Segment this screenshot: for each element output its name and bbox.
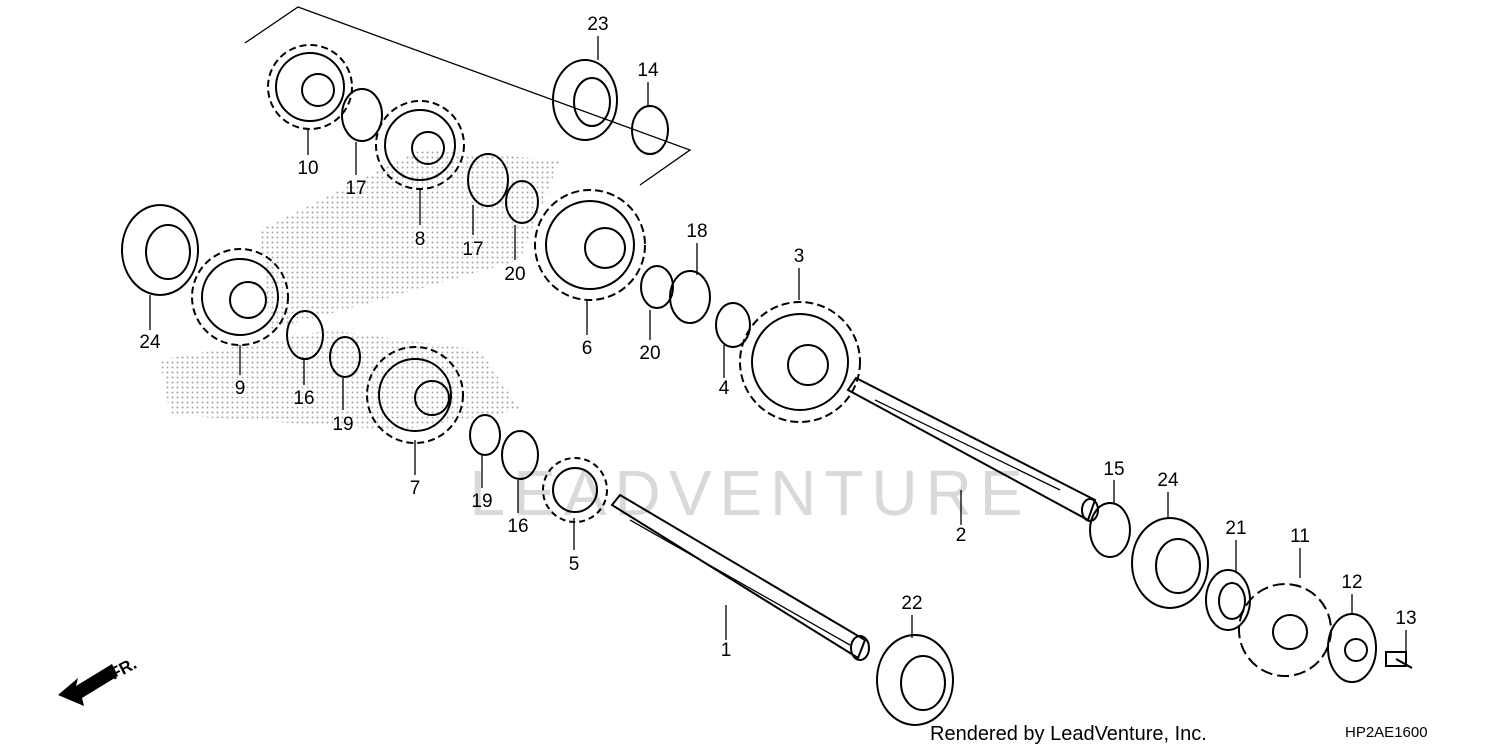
bearing-24-right[interactable] [1131,517,1209,609]
callout-19-a[interactable]: 19 [332,414,353,435]
shaded-region [160,150,560,430]
callout-2[interactable]: 2 [956,525,967,546]
washer-17-a[interactable] [341,88,383,142]
callouts: 1 2 3 4 5 6 7 8 9 10 11 12 13 14 15 16 1… [139,14,1416,661]
callout-7[interactable]: 7 [410,478,421,499]
callout-15[interactable]: 15 [1103,459,1124,480]
gear-3[interactable] [739,301,861,423]
callout-3[interactable]: 3 [794,246,805,267]
washer-14[interactable] [631,105,669,155]
clip-19-a[interactable] [329,336,361,378]
diagram-code: HP2AE1600 [1345,724,1428,741]
callout-24-a[interactable]: 24 [139,332,161,353]
callout-4[interactable]: 4 [719,378,730,399]
clip-20-a[interactable] [505,180,539,224]
callout-13[interactable]: 13 [1395,608,1416,629]
mainshaft-1[interactable] [610,493,870,661]
callout-12[interactable]: 12 [1341,572,1362,593]
washer-18[interactable] [669,270,711,324]
gear-9[interactable] [191,248,289,346]
callout-20-a[interactable]: 20 [504,264,525,285]
gear-5[interactable] [542,457,608,523]
bearing-21[interactable] [1205,569,1251,631]
callout-9[interactable]: 9 [235,378,246,399]
callout-19-b[interactable]: 19 [471,491,492,512]
clip-19-b[interactable] [469,414,501,456]
gear-7[interactable] [366,346,464,444]
watermark: LEADVENTURE [470,457,1031,529]
washer-17-b[interactable] [467,153,509,207]
callout-18[interactable]: 18 [686,221,707,242]
sprocket-11[interactable] [1238,583,1332,677]
bushing-4[interactable] [715,302,751,348]
gear-8[interactable] [375,100,465,190]
gear-6[interactable] [534,189,646,301]
front-direction-arrow [58,664,118,706]
callout-11[interactable]: 11 [1290,526,1310,547]
callout-17-a[interactable]: 17 [345,178,366,199]
washer-15[interactable] [1089,502,1131,558]
leader-lines [149,36,1407,652]
callout-21[interactable]: 21 [1225,518,1246,539]
callout-16-b[interactable]: 16 [507,516,528,537]
callout-1[interactable]: 1 [721,640,732,661]
clip-20-b[interactable] [640,265,674,309]
callout-23[interactable]: 23 [587,14,608,35]
callout-10[interactable]: 10 [297,158,318,179]
bearing-22[interactable] [876,634,954,726]
assembly-bracket [244,6,692,186]
callout-22[interactable]: 22 [901,593,922,614]
bolt-13[interactable] [1385,651,1413,669]
bearing-24-left[interactable] [121,204,199,296]
callout-6[interactable]: 6 [582,338,593,359]
plate-12[interactable] [1327,613,1377,683]
callout-8[interactable]: 8 [415,229,426,250]
callout-20-b[interactable]: 20 [639,343,660,364]
callout-5[interactable]: 5 [569,554,580,575]
callout-14[interactable]: 14 [637,60,659,81]
callout-17-b[interactable]: 17 [462,239,483,260]
callout-16-a[interactable]: 16 [293,388,314,409]
washer-16-b[interactable] [501,430,539,480]
credit-text: Rendered by LeadVenture, Inc. [930,723,1207,745]
bearing-23[interactable] [552,59,618,141]
washer-16-a[interactable] [286,310,324,360]
gear-10[interactable] [267,44,353,130]
callout-24-b[interactable]: 24 [1157,470,1179,491]
countershaft-2[interactable] [846,376,1099,522]
